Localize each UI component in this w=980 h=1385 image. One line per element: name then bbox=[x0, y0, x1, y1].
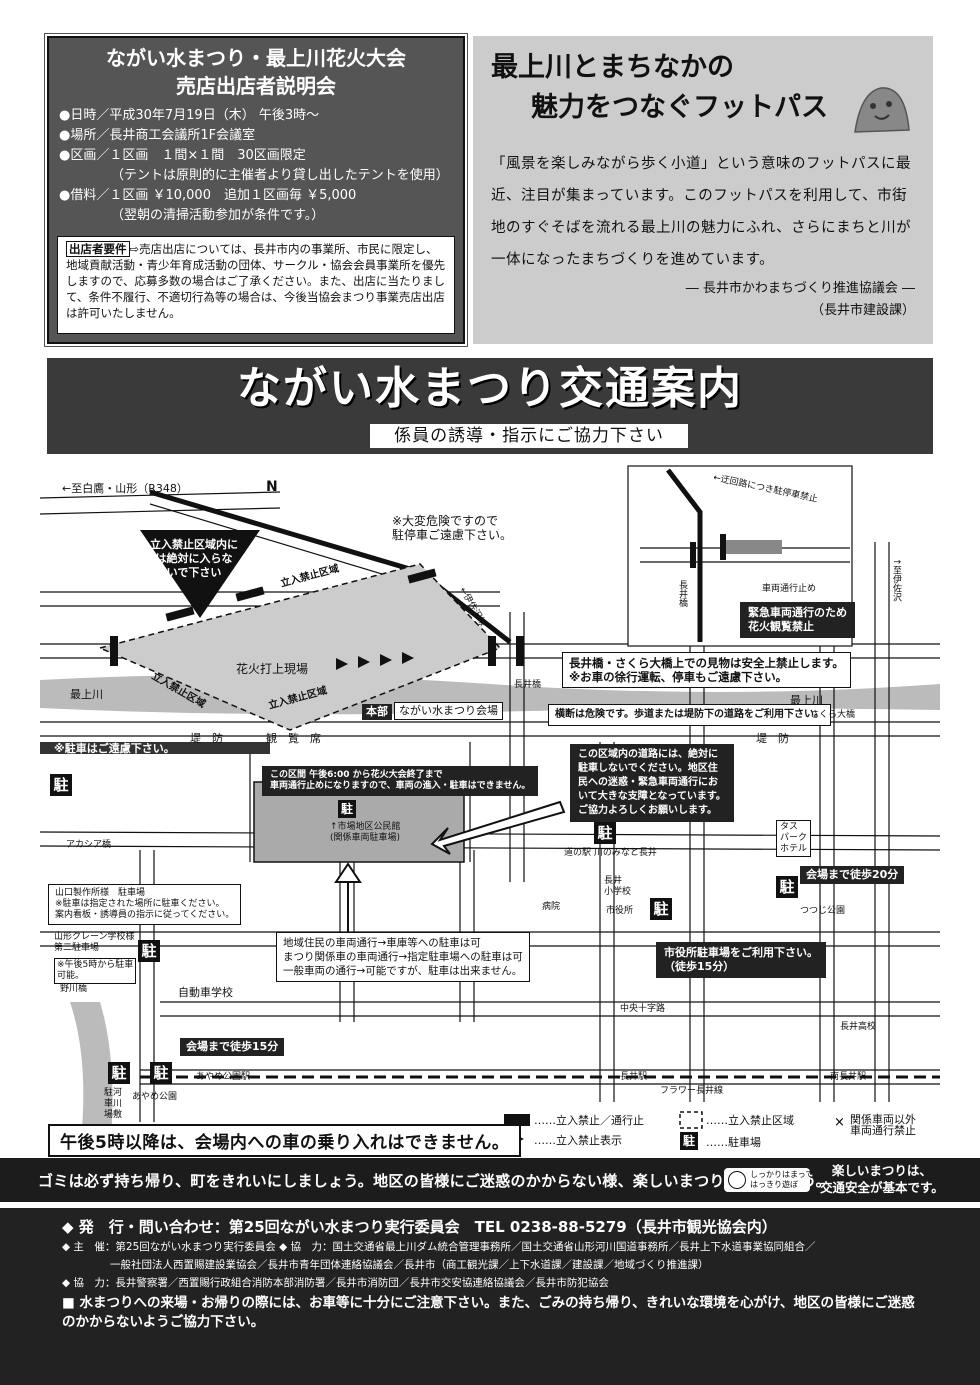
nagai-bridge-top-label: 長井橋 bbox=[677, 580, 687, 607]
city-hall-parking-note: 市役所駐車場をご利用下さい。 （徒歩15分） bbox=[656, 942, 826, 978]
ayame-park-label: あやめ公園 bbox=[132, 1092, 178, 1102]
no-entry-inside-note: 立入禁止区域内に は絶対に入らな いで下さい bbox=[150, 538, 238, 579]
crossing-note: 横断は危険です。歩道または堤防下の道路をご利用下さい。 bbox=[548, 704, 831, 726]
to-iide-label: ↑至伊佐沢 bbox=[891, 558, 901, 602]
nagai-elementary-label: 長井 小学校 bbox=[604, 876, 632, 897]
sponsors-continued: 一般社団法人西置賜建設業協会／長井市青年団体連絡協議会／長井市（商工観光課／上下… bbox=[110, 1259, 709, 1271]
parking-icon-crane: 駐 bbox=[138, 940, 160, 962]
legend-x: 関係車両以外 車両通行禁止 bbox=[850, 1113, 916, 1137]
seminar-fee: ●借料／１区画 ￥10,000 追加１区画毎 ￥5,000 bbox=[59, 188, 357, 203]
nagai-station-label: 長井駅 bbox=[620, 1072, 648, 1082]
chuo-crossing-label: 中央十字路 bbox=[620, 1004, 666, 1014]
final-notice: ■ 水まつりへの来場・お帰りの際には、お車等に十分にご注意下さい。また、ごみの持… bbox=[62, 1295, 915, 1330]
traffic-subtitle: 係員の誘導・指示にご協力下さい bbox=[370, 424, 688, 448]
no-cars-after-5-note: 午後5時以降は、会場内への車の乗り入れはできません。 bbox=[48, 1124, 522, 1157]
flower-line-label: フラワー長井線 bbox=[660, 1086, 724, 1096]
requirements-text: ⇨売店出店については、長井市内の事業所、市民に限定し、地域貢献活動・青少年育成活… bbox=[66, 242, 446, 320]
seminar-section-note: （テントは原則的に主催者より貸し出したテントを使用） bbox=[111, 168, 449, 183]
legend-parking-icon: 駐 bbox=[680, 1132, 698, 1150]
noda-bridge-label: 野川橋 bbox=[60, 984, 88, 994]
label-to-shirataka: ←至白鷹・山形（R348） bbox=[62, 482, 188, 495]
north-label: N bbox=[266, 479, 278, 495]
cooperation: ◆ 協 力：長井警察署／西置賜行政組合消防本部消防署／長井市消防団／長井市交安協… bbox=[62, 1277, 609, 1289]
publisher: ◆ 発 行・問い合わせ：第25回ながい水まつり実行委員会 TEL 0238-88… bbox=[62, 1218, 777, 1236]
safety-badge: しっかりはまって はっきり遊ぼ bbox=[724, 1168, 814, 1192]
embankment-right: 堤 防 bbox=[756, 732, 789, 745]
sakura-bridge-label: さくら大橋 bbox=[810, 710, 856, 720]
river-parking-label: 駐河 車川 場敷 bbox=[104, 1088, 123, 1120]
danger-note: ※大変危険ですので 駐停車ご遠慮下さい。 bbox=[392, 514, 513, 542]
seminar-date: ●日時／平成30年7月19日（木） 午後3時～ bbox=[59, 108, 320, 123]
svg-text:×: × bbox=[834, 1115, 845, 1130]
sponsors: ◆ 主 催：第25回ながい水まつり実行委員会 ◆ 協 力：国土交通省最上川ダム統… bbox=[62, 1241, 816, 1253]
walk-15-label: 会場まで徒歩15分 bbox=[180, 1038, 285, 1056]
legend-flag: ……立入禁止表示 bbox=[534, 1134, 622, 1147]
mogami-river-label: 最上川 bbox=[70, 688, 103, 701]
slogan-side: 楽しいまつりは、 交通安全が基本です。 bbox=[820, 1163, 944, 1195]
local-traffic-note: 地域住民の車両通行→車庫等への駐車は可 まつり関係車の車両通行→指定駐車場への駐… bbox=[276, 932, 530, 982]
seminar-info: ●日時／平成30年7月19日（木） 午後3時～ ●場所／長井商工会議所1F会議室… bbox=[59, 106, 453, 226]
traffic-map: × ←至白鷹・山形（R348） N ※大変危険ですので 駐停車ご遠慮下さい。 立… bbox=[40, 462, 940, 1157]
crane-note: ※午後5時から駐車 可能。 bbox=[54, 958, 137, 984]
parking-icon-river: 駐 bbox=[108, 1062, 130, 1084]
slogan-band: ゴミは必ず持ち帰り、町をきれいにしましょう。地区の皆様にご迷惑のかからない様、楽… bbox=[0, 1158, 980, 1202]
fireworks-site-label: 花火打上現場 bbox=[236, 662, 309, 676]
parking-icon-ayame: 駐 bbox=[150, 1062, 172, 1084]
legend-zone: ……立入禁止区域 bbox=[706, 1114, 794, 1127]
mogami-river-label-2: 最上川 bbox=[790, 694, 823, 707]
seminar-fee-note: （翌朝の清掃活動参加が条件です。） bbox=[111, 208, 325, 223]
emergency-note: 緊急車両通行のため 花火観覧禁止 bbox=[740, 602, 855, 638]
traffic-title-bar: ながい水まつり交通案内 係員の誘導・指示にご協力下さい bbox=[47, 358, 933, 454]
parking-icon-left: 駐 bbox=[50, 774, 72, 796]
ayame-station-label: あやめ公園駅 bbox=[196, 1072, 251, 1082]
crane-school-label: 山形クレーン学校様 第二駐車場 bbox=[54, 932, 135, 953]
parking-icon-michinoeki: 駐 bbox=[594, 822, 616, 844]
tasu-park-hotel-label: タス パーク ホテル bbox=[776, 820, 812, 857]
zone-warning-note: この区域内の道路には、絶対に 駐車しないでください。地区住 民への迷惑・緊急車両… bbox=[570, 744, 734, 822]
slogan-main: ゴミは必ず持ち帰り、町をきれいにしましょう。地区の皆様にご迷惑のかからない様、楽… bbox=[38, 1172, 831, 1190]
footer: ◆ 発 行・問い合わせ：第25回ながい水まつり実行委員会 TEL 0238-88… bbox=[0, 1208, 980, 1385]
driving-school-label: 自動車学校 bbox=[178, 986, 233, 999]
seminar-place: ●場所／長井商工会議所1F会議室 bbox=[59, 128, 256, 143]
city-parking-lot: ↑市場地区公民館 (関係車両駐車場) bbox=[330, 822, 401, 843]
smile-icon bbox=[728, 1171, 746, 1189]
mascot-illustration bbox=[854, 87, 910, 133]
seminar-title: ながい水まつり・最上川花火大会売店出店者説明会 bbox=[106, 46, 406, 98]
nagai-bridge-label: 長井橋 bbox=[514, 680, 542, 690]
akashia-bridge-label: アカシア橋 bbox=[66, 840, 112, 850]
minami-nagai-station-label: 南長井駅 bbox=[830, 1072, 867, 1082]
zone-time-note: この区間 午後6:00 から花火大会終了まで 車両通行止めになりますので、車両の… bbox=[262, 766, 539, 796]
seats-label: 観 覧 席 bbox=[266, 732, 321, 745]
footpath-box: 最上川とまちなかの 魅力をつなぐフットパス 「風景を楽しみながら歩く小道」という… bbox=[473, 36, 933, 344]
nagai-high-label: 長井高校 bbox=[840, 1022, 877, 1032]
hospital-label: 病院 bbox=[542, 902, 561, 912]
legend-stop: ……立入禁止／通行止 bbox=[534, 1114, 644, 1127]
seminar-box: ながい水まつり・最上川花火大会売店出店者説明会 ●日時／平成30年7月19日（木… bbox=[44, 33, 468, 347]
footpath-signature: ― 長井市かわまちづくり推進協議会 ― （長井市建設課） bbox=[685, 281, 915, 318]
requirements: 出店者要件⇨売店出店については、長井市内の事業所、市民に限定し、地域貢献活動・青… bbox=[57, 236, 455, 334]
parking-icon-center: 駐 bbox=[338, 800, 356, 818]
requirements-label: 出店者要件 bbox=[66, 241, 130, 257]
seminar-section: ●区画／１区画 １間×１間 30区画限定 bbox=[59, 148, 306, 163]
walk-20-label: 会場まで徒歩20分 bbox=[800, 866, 905, 884]
parking-icon-tsutsuji: 駐 bbox=[776, 876, 798, 898]
footpath-body: 「風景を楽しみながら歩く小道」という意味のフットパスに最近、注目が集まっています… bbox=[491, 156, 912, 268]
parking-icon-city-hall: 駐 bbox=[650, 898, 672, 920]
safety-badge-text: しっかりはまって はっきり遊ぼ bbox=[750, 1170, 814, 1189]
traffic-title: ながい水まつり交通案内 bbox=[237, 363, 743, 414]
michinoeki-label: 道の駅 川のみなと長井 bbox=[564, 848, 657, 858]
honbu-label: 本部 bbox=[362, 704, 392, 720]
embankment-left: 堤 防 bbox=[190, 732, 223, 745]
no-parking-left: ※駐車はご遠慮下さい。 bbox=[54, 742, 175, 755]
legend-park: ……駐車場 bbox=[706, 1136, 761, 1149]
tsutsuji-park-label: つつじ公園 bbox=[800, 906, 846, 916]
city-hall-label: 市役所 bbox=[606, 906, 634, 916]
footpath-title: 最上川とまちなかの 魅力をつなぐフットパス bbox=[491, 52, 828, 123]
bridge-viewing-note: 長井橋・さくら大橋上での見物は安全上禁止します。 ※お車の徐行運転、停車もご遠慮… bbox=[562, 652, 851, 688]
venue-label: ながい水まつり会場 bbox=[394, 702, 503, 720]
vehicle-stop-label: 車両通行止め bbox=[762, 584, 817, 594]
yamaguchi-parking-note: 山口製作所様 駐車場 ※駐車は指定された場所に駐車ください。 案内看板・誘導員の… bbox=[48, 884, 242, 925]
